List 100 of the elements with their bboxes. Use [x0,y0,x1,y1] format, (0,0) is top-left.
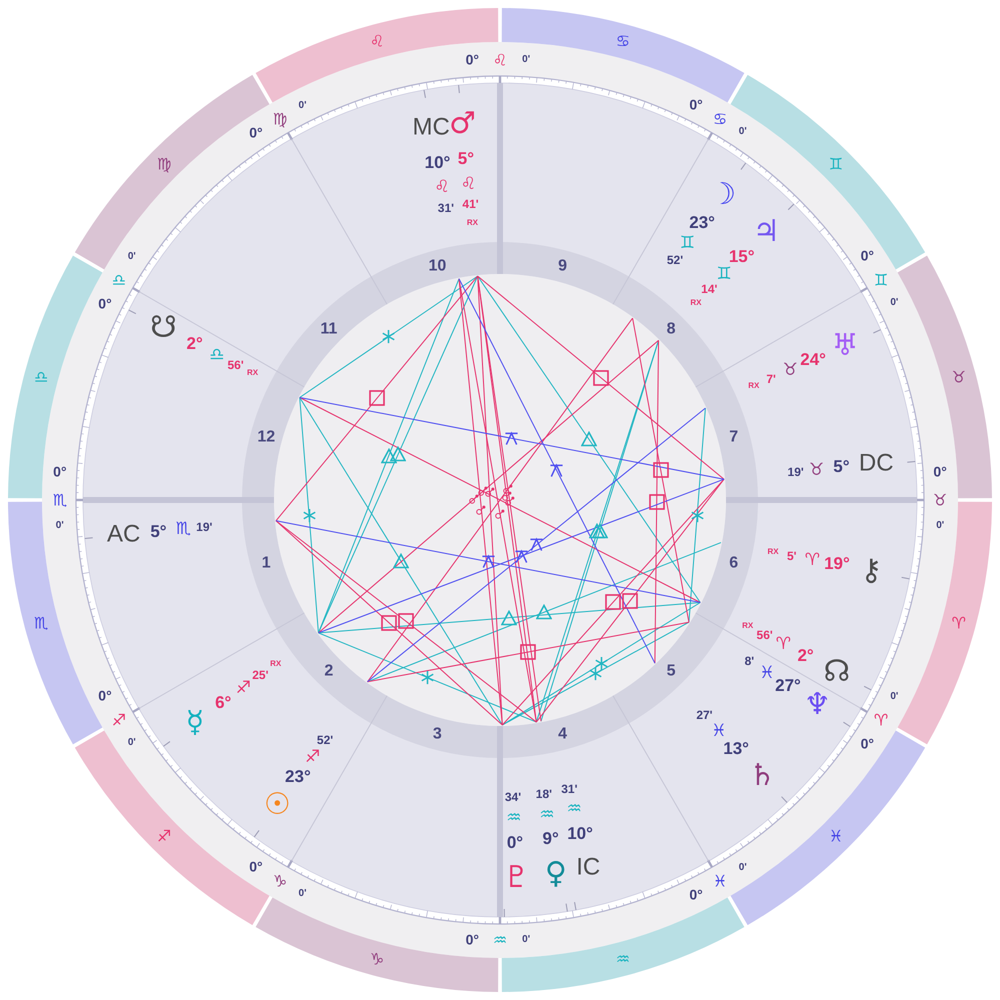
zodiac-symbol: ♓ [759,662,775,683]
house-number: 6 [729,553,738,572]
degree-label: 0° [53,464,67,481]
planet-symbol: ☉ [264,787,291,824]
minute-label: 31' [561,782,578,796]
zodiac-symbol: ♒ [616,949,630,968]
zodiac-symbol: ♊ [828,154,844,174]
minute-label: 19' [196,520,212,535]
house-number: 7 [729,428,738,447]
house-number: 12 [257,428,276,447]
minute-label: 0' [936,520,944,532]
minute-label: 0' [738,126,747,138]
planet-symbol: ⚷ [860,552,882,589]
minute-label: 25' [252,668,268,683]
retrograde-label: RX [748,382,760,392]
minute-label: 27' [696,708,713,723]
degree-label: 13° [723,738,749,759]
degree-label: 23° [689,212,715,234]
planet-symbol: ♀ [544,856,567,892]
degree-label: 0° [860,248,874,264]
degree-label: 5° [458,148,474,169]
zodiac-symbol: ♒ [492,930,508,950]
zodiac-symbol: ♈ [776,634,791,655]
degree-label: 5° [833,456,850,478]
minute-label: 14' [701,282,718,296]
minute-label: 56' [756,628,773,642]
degree-label: 0° [689,886,703,904]
zodiac-symbol: ♏ [34,613,48,633]
degree-label: 0° [98,296,112,312]
retrograde-label: RX [768,547,779,557]
planet-symbol: ♆ [804,687,831,724]
degree-label: 23° [285,766,311,788]
zodiac-symbol: ♐ [236,678,251,698]
minute-label: 34' [504,790,522,804]
degree-label: 15° [728,246,755,266]
degree-label: 10° [567,823,593,844]
house-number: 1 [262,553,271,572]
zodiac-symbol: ♑ [370,949,384,968]
degree-label: 24° [800,350,826,370]
degree-label: 0° [249,124,263,142]
house-number: 11 [320,319,338,338]
zodiac-symbol: ♌ [434,177,450,198]
planet-symbol: ☊ [823,654,850,690]
house-number: 2 [324,662,334,681]
degree-label: 0° [466,51,479,68]
minute-label: 0' [522,54,530,66]
zodiac-symbol: ♍ [272,109,288,129]
retrograde-label: RX [270,659,282,669]
minute-label: 0' [890,691,898,704]
planet-symbol: ♄ [748,758,776,794]
minute-label: 8' [744,654,754,668]
retrograde-label: RX [690,298,702,308]
minute-label: 0' [128,736,136,749]
minute-label: 19' [788,464,804,479]
zodiac-symbol: ♋ [616,32,630,51]
degree-label: 0° [860,736,874,752]
house-number: 3 [432,724,442,744]
zodiac-symbol: ♉ [782,360,798,380]
degree-label: 2° [186,334,203,354]
zodiac-symbol: ♈ [952,613,966,633]
minute-label: 0' [738,862,747,874]
zodiac-symbol: ♏ [52,490,68,510]
house-number: 8 [666,319,676,338]
minute-label: 0' [890,296,898,309]
planet-symbol: ♂ [449,106,476,142]
minute-label: 0' [522,934,530,946]
minute-label: 18' [536,786,552,801]
zodiac-symbol: ♐ [112,710,126,730]
degree-label: 27° [775,676,801,696]
zodiac-symbol: ♊ [716,264,732,284]
zodiac-symbol: ♍ [156,154,172,174]
degree-label: 0° [98,688,112,704]
chart-angle-label: AC [106,520,140,550]
zodiac-symbol: ♓ [711,720,727,741]
degree-label: 0° [933,464,947,481]
zodiac-symbol: ♒ [506,808,522,828]
planet-symbol: ♇ [503,860,530,896]
zodiac-symbol: ♈ [804,549,820,570]
minute-label: 0' [298,888,306,900]
house-number: 9 [558,256,568,276]
planet-symbol: ☿ [186,705,204,742]
house-number: 5 [666,662,676,681]
minute-label: 0' [56,520,64,532]
zodiac-symbol: ♓ [712,871,728,891]
zodiac-symbol: ♌ [492,50,508,70]
zodiac-symbol: ♉ [808,459,824,480]
zodiac-symbol: ♊ [680,232,695,254]
zodiac-symbol: ♈ [874,710,888,730]
degree-label: 10° [424,152,450,173]
minute-label: 41' [462,197,479,212]
zodiac-symbol: ♒ [566,799,582,820]
zodiac-symbol: ♐ [156,826,172,846]
zodiac-symbol: ♋ [712,109,728,129]
degree-label: 0° [249,858,263,876]
zodiac-symbol: ♉ [932,490,948,510]
zodiac-symbol: ♎ [34,367,48,387]
degree-label: 6° [215,692,232,713]
degree-label: 0° [506,832,524,853]
retrograde-label: RX [466,218,478,228]
chart-angle-label: DC [858,449,894,478]
